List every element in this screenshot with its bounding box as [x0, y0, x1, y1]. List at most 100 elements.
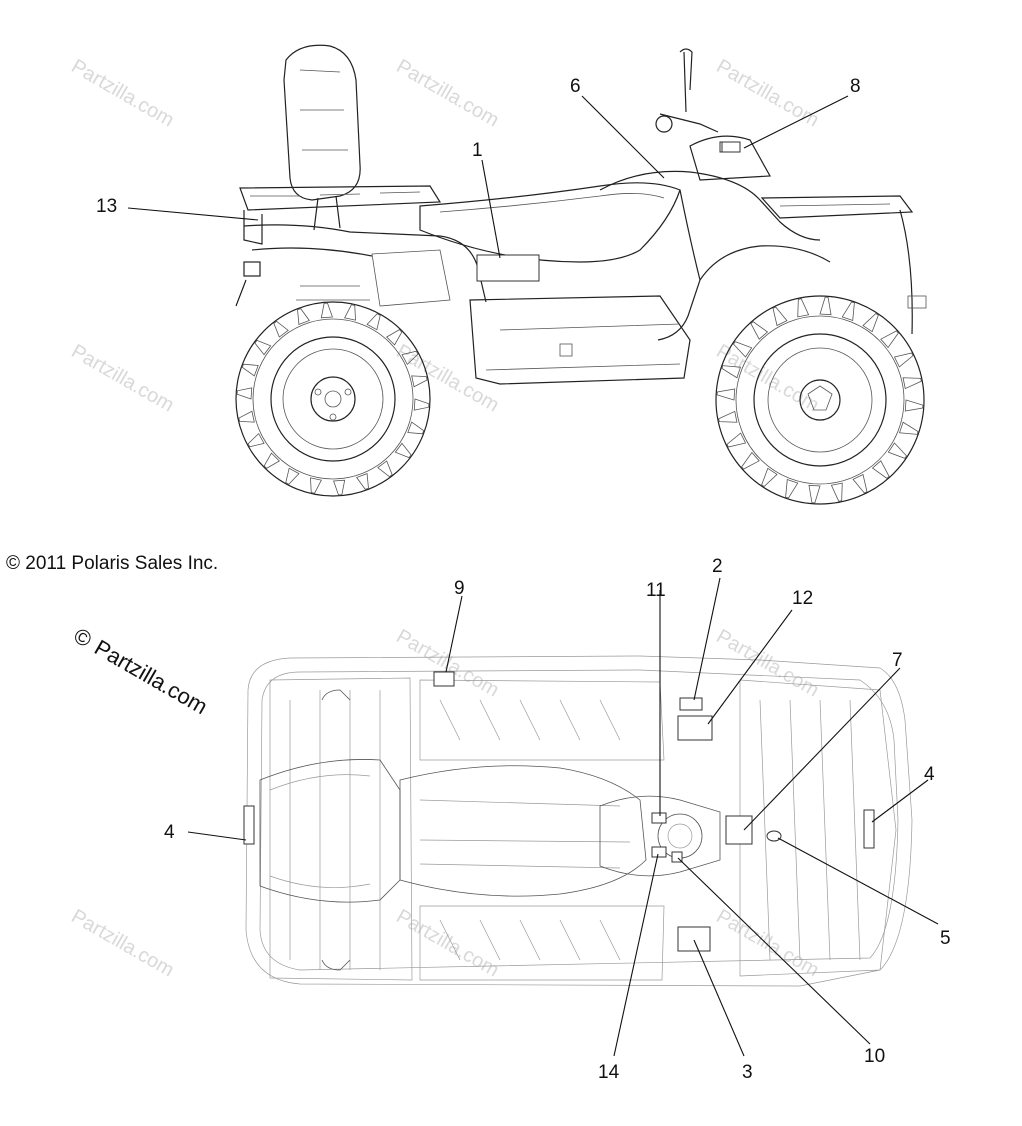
- decal-4-rear: [243, 805, 255, 845]
- tire-tread-lug: [718, 410, 738, 423]
- decal-11: [651, 812, 667, 824]
- callout-1: 1: [472, 140, 483, 161]
- callout-4-right: 4: [924, 764, 935, 785]
- tire-tread-lug: [413, 398, 430, 411]
- tire-tread-lug: [904, 399, 924, 412]
- tire-tread-lug: [366, 313, 381, 331]
- tire-tread-lug: [797, 298, 810, 318]
- tire-tread-lug: [236, 387, 253, 400]
- floorboard: [469, 295, 691, 385]
- decal-9: [433, 671, 455, 687]
- tire-tread-lug: [377, 460, 393, 478]
- decal-4-front: [863, 809, 875, 849]
- tire-tread-lug: [830, 482, 843, 502]
- callout-13: 13: [96, 196, 117, 217]
- body-outline: [245, 655, 913, 987]
- tire-tread-lug: [285, 467, 300, 485]
- tire-tread-lug: [761, 467, 778, 488]
- rear-rack-top: [269, 677, 413, 981]
- callout-4-left: 4: [164, 822, 175, 843]
- tire-tread-lug: [726, 432, 747, 448]
- front-wheel: [715, 295, 925, 505]
- rear-fender: [243, 224, 487, 303]
- callout-12: 12: [792, 588, 813, 609]
- tire-tread-lug: [238, 410, 255, 423]
- atv-top-view: [243, 655, 913, 987]
- tire-tread-lug: [386, 329, 403, 346]
- tire-tread-lug: [320, 302, 333, 319]
- tire-tread-lug: [732, 341, 753, 358]
- tire-tread-lug: [785, 478, 799, 499]
- main-seat-top: [399, 765, 647, 897]
- decal-14: [651, 846, 667, 858]
- callout-6: 6: [570, 76, 581, 97]
- tire-tread-lug: [407, 421, 425, 435]
- watermark-symbol: ©: [70, 623, 97, 653]
- seat: [419, 182, 681, 263]
- callout-5: 5: [940, 928, 951, 949]
- tire-tread-lug: [819, 296, 832, 316]
- tire-tread-lug: [263, 452, 280, 469]
- tire-tread-lug: [356, 473, 369, 490]
- engine: [371, 249, 451, 307]
- tire-tread-lug: [741, 451, 760, 470]
- tire-tread-lug: [247, 432, 265, 448]
- tire-tread-lug: [254, 339, 272, 356]
- tire-tread-lug: [898, 421, 919, 435]
- callout-2: 2: [712, 556, 723, 577]
- tire-tread-lug: [841, 301, 855, 322]
- tire-tread-lug: [887, 442, 908, 459]
- front-bodywork: [599, 170, 821, 241]
- callout-14: 14: [598, 1062, 620, 1083]
- tire-tread-lug: [852, 473, 868, 494]
- watermark-text: Partzilla.com: [393, 340, 503, 416]
- watermark-text: Partzilla.com: [68, 55, 178, 131]
- tire-tread-lug: [241, 363, 259, 377]
- tire-tread-lug: [750, 321, 769, 340]
- tire-tread-lug: [273, 320, 289, 338]
- tire-tread-lug: [333, 479, 346, 496]
- leader-lines: [127, 95, 939, 1057]
- tire-tread-lug: [394, 442, 412, 459]
- watermark-text: Partzilla.com: [713, 340, 823, 416]
- tire-tread-lug: [902, 377, 922, 390]
- watermark-text: Partzilla.com: [393, 905, 503, 981]
- decal-8: [721, 141, 741, 153]
- partzilla-watermark-large: © Partzilla.com: [70, 623, 212, 720]
- callout-7: 7: [892, 650, 903, 671]
- tire-tread-lug: [401, 350, 419, 366]
- watermarks: Partzilla.com Partzilla.com Partzilla.co…: [68, 55, 823, 981]
- footwell-upper: [419, 679, 665, 761]
- tire-tread-lug: [716, 388, 736, 401]
- watermark-text: Partzilla.com: [713, 905, 823, 981]
- callout-8: 8: [850, 76, 861, 97]
- front-rack-top: [739, 679, 897, 977]
- tire-tread-lug: [871, 460, 890, 479]
- watermark-text: Partzilla.com: [68, 905, 178, 981]
- rear-rack: [239, 185, 442, 211]
- callout-9: 9: [454, 578, 465, 599]
- tire-tread-lug: [310, 477, 322, 494]
- handlebar: [659, 48, 719, 133]
- decal-12: [677, 715, 713, 741]
- backrest: [283, 44, 361, 201]
- copyright-symbol: ©: [6, 553, 20, 574]
- watermark-text: Partzilla.com: [393, 55, 503, 131]
- callout-11: 11: [646, 580, 666, 601]
- rear-wheel: [235, 301, 431, 497]
- tire-tread-lug: [772, 306, 788, 327]
- tire-tread-lug: [808, 484, 821, 504]
- console-top: [599, 795, 721, 877]
- tire-tread-lug: [721, 365, 742, 379]
- tire-tread-lug: [411, 375, 428, 388]
- watermark-text: Partzilla.com: [713, 55, 823, 131]
- tire-tread-lug: [297, 308, 310, 325]
- decal-5: [766, 830, 782, 842]
- copyright-text: 2011 Polaris Sales Inc.: [25, 553, 219, 574]
- decal-7: [725, 815, 753, 845]
- decal-3: [677, 926, 711, 952]
- tire-tread-lug: [880, 330, 899, 349]
- watermark-large-text: Partzilla.com: [90, 635, 212, 720]
- tire-tread-lug: [862, 312, 879, 333]
